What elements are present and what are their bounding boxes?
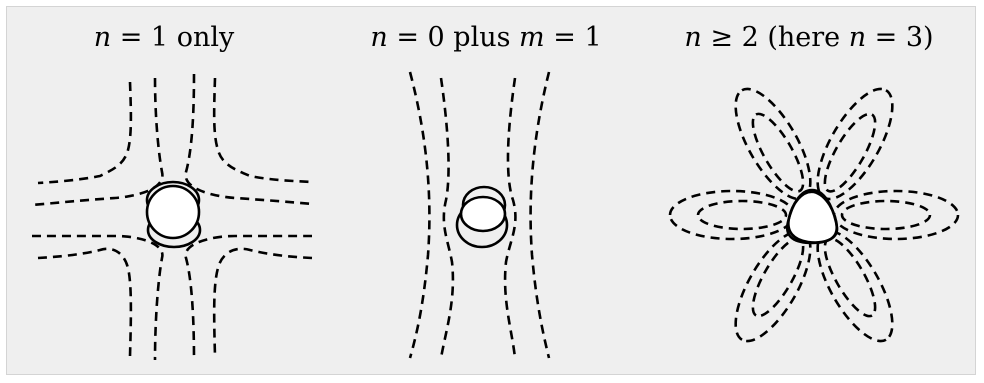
panel-title-n0-m1: n = 0 plus m = 1 (370, 22, 602, 53)
panel-title-n-ge-2: n ≥ 2 (here n = 3) (684, 22, 934, 53)
panel-2-field-lines (408, 71, 551, 359)
panel-1-core (145, 180, 202, 249)
panel-2-core (455, 185, 509, 249)
panel-title-n1: n = 1 only (93, 22, 235, 53)
panel-3-core (785, 188, 839, 245)
panel-1-field-lines (31, 73, 313, 361)
